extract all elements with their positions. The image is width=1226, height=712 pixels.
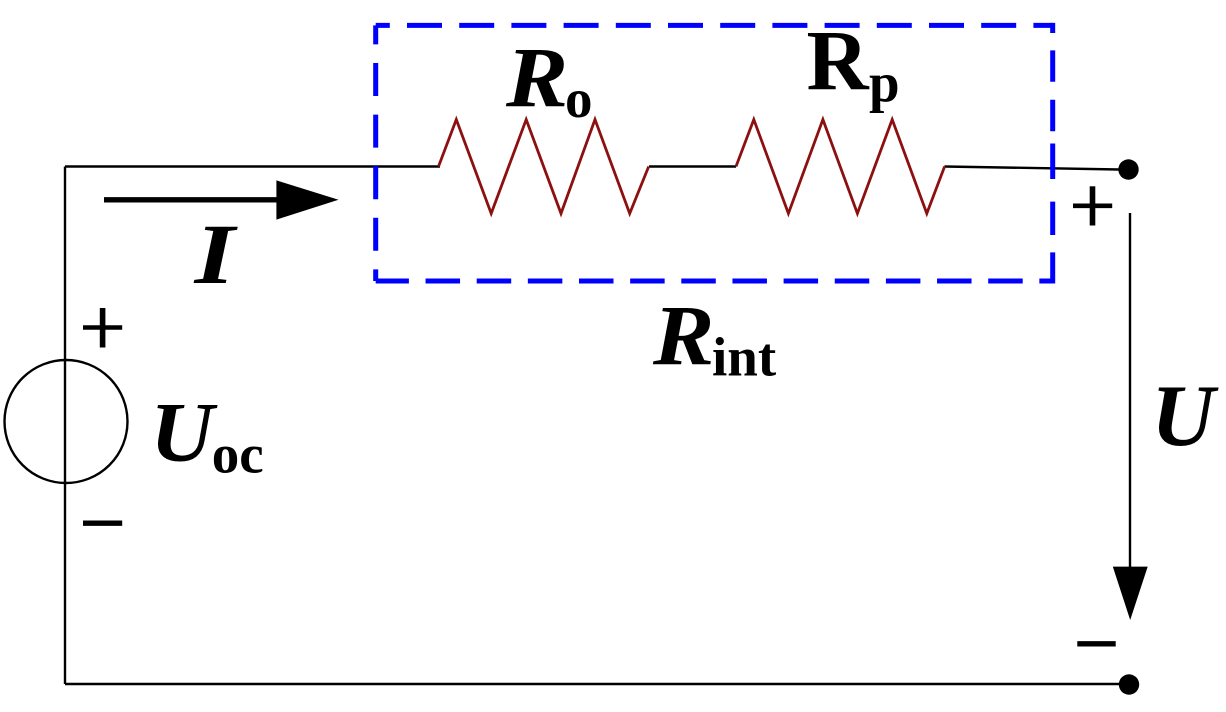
svg-text:o: o xyxy=(565,68,593,129)
svg-text:R: R xyxy=(505,31,568,126)
svg-text:R: R xyxy=(807,13,870,109)
svg-text:oc: oc xyxy=(212,423,264,484)
svg-text:I: I xyxy=(194,206,239,302)
svg-text:U: U xyxy=(1151,368,1219,465)
svg-text:U: U xyxy=(150,385,218,479)
svg-text:p: p xyxy=(869,53,900,114)
svg-text:R: R xyxy=(652,289,714,384)
svg-text:int: int xyxy=(712,327,777,388)
